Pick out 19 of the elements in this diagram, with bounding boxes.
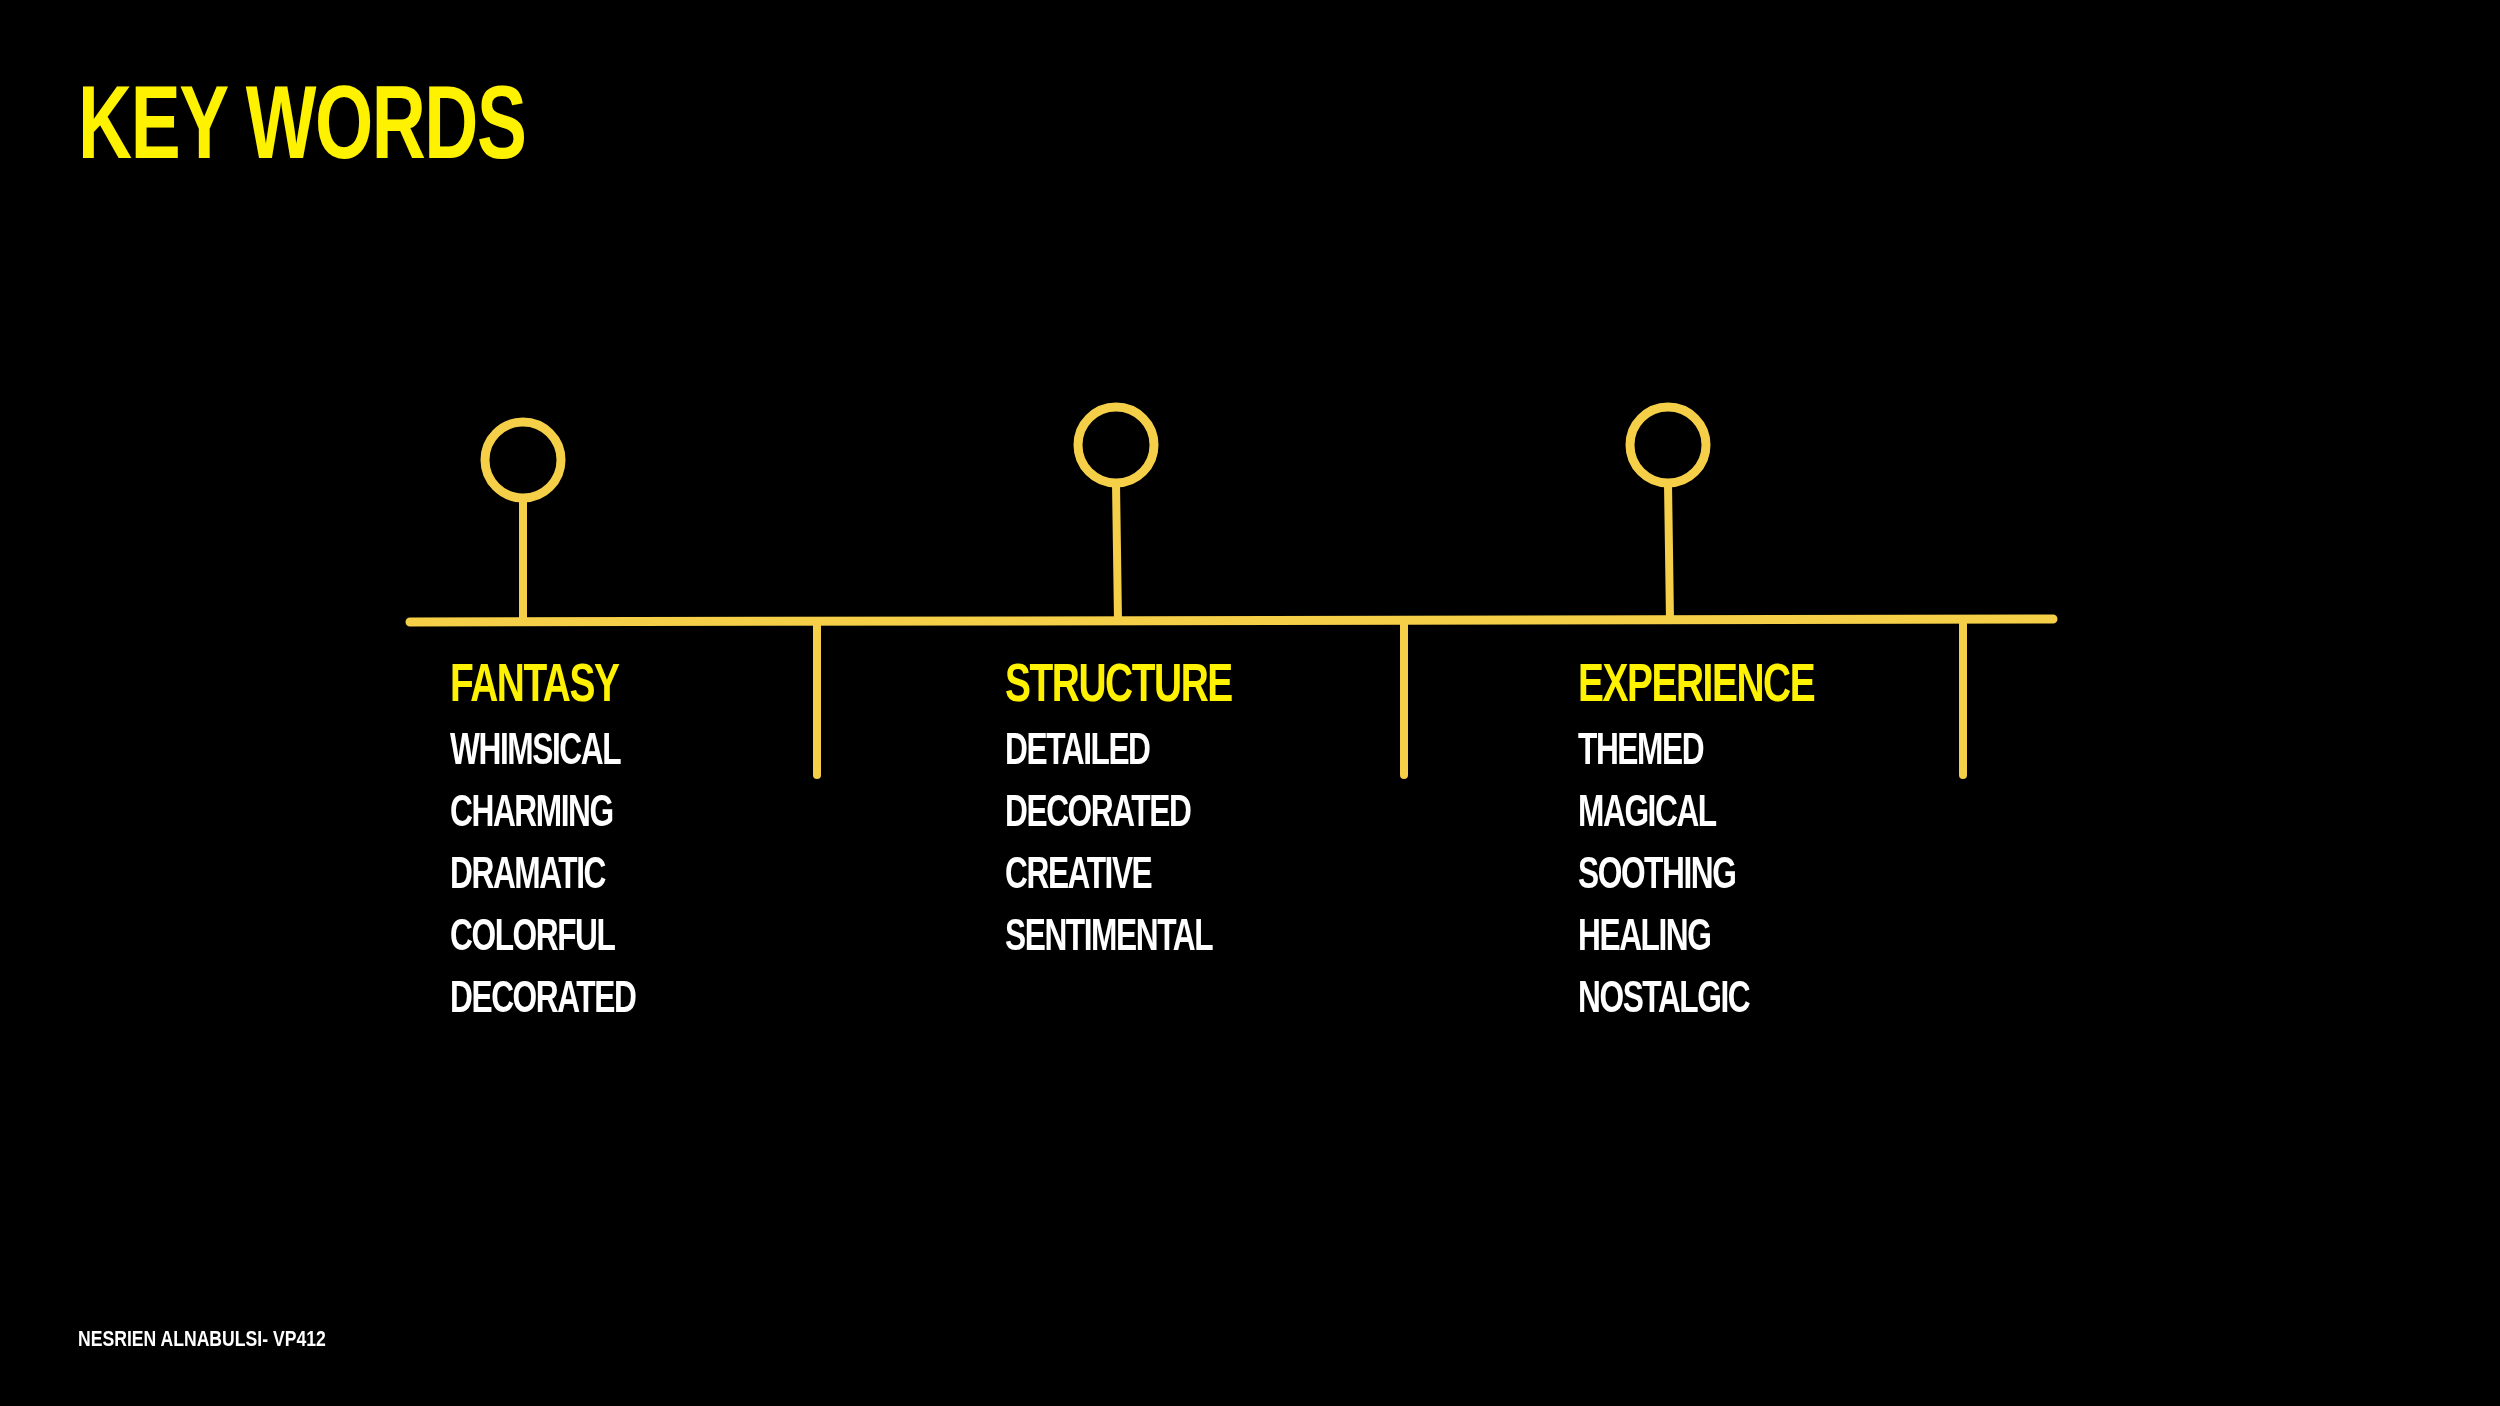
category-heading: EXPERIENCE — [1578, 655, 1815, 709]
keyword: SENTIMENTAL — [1005, 913, 1213, 957]
slide-title: KEY WORDS — [78, 70, 526, 174]
keyword: SOOTHING — [1578, 851, 1736, 895]
keyword: DECORATED — [450, 975, 636, 1019]
keyword: COLORFUL — [450, 913, 615, 957]
keyword: WHIMSICAL — [450, 727, 621, 771]
keyword: HEALING — [1578, 913, 1711, 957]
keyword: MAGICAL — [1578, 789, 1716, 833]
keyword: DETAILED — [1005, 727, 1150, 771]
keyword: CREATIVE — [1005, 851, 1152, 895]
category-heading: STRUCTURE — [1005, 655, 1232, 709]
keyword: DECORATED — [1005, 789, 1191, 833]
category-heading: FANTASY — [450, 655, 619, 709]
footer-credit: NESRIEN ALNABULSI- VP412 — [78, 1328, 326, 1350]
keyword: CHARMING — [450, 789, 613, 833]
keyword: THEMED — [1578, 727, 1704, 771]
keyword: DRAMATIC — [450, 851, 606, 895]
keyword: NOSTALGIC — [1578, 975, 1750, 1019]
